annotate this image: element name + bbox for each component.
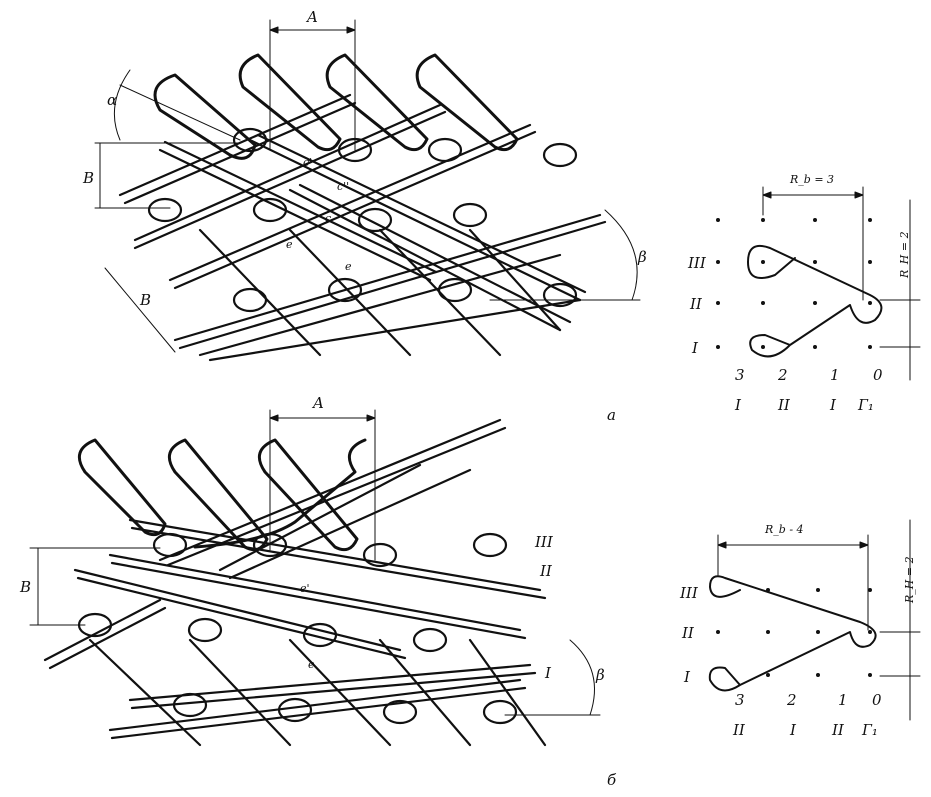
fabric-a-label-c3: c (325, 212, 331, 225)
fabric-a-label-c2: c'' (337, 180, 349, 193)
fabric-a-stitch-loops (147, 127, 578, 313)
lapping-diagram-b-col-0: 0 (872, 691, 882, 709)
fabric-b-label-row-1: I (544, 664, 552, 682)
fabric-a-alpha-angle (113, 69, 241, 141)
lapping-diagram-a-path (747, 244, 883, 358)
lapping-diagram-a-bottom-4: Г₁ (857, 396, 874, 414)
fabric-b-label-a: A (311, 394, 324, 412)
lapping-diagram-b-col-3: 3 (735, 691, 745, 709)
fabric-b-label-beta: β (595, 666, 605, 684)
lapping-diagram-a-row-1: I (691, 339, 699, 357)
lapping-diagram-a-rh: R_H = 2 (898, 231, 911, 279)
lapping-diagram-b-bottom-3: II (831, 721, 845, 739)
lapping-diagram-a-row-2: II (689, 295, 703, 313)
lapping-diagram-b-bottom-2: I (789, 721, 797, 739)
lapping-diagram-b-path (708, 575, 877, 692)
fabric-b-threads (43, 418, 547, 747)
lapping-diagram-b-col-2: 2 (786, 691, 797, 709)
fabric-b-beta-angle (504, 639, 601, 716)
fabric-b-label-e1: e' (300, 582, 310, 595)
lapping-diagram-b-col-1: 1 (838, 691, 848, 709)
lapping-diagram-a-bottom-3: I (829, 396, 837, 414)
fabric-a-label-beta: β (637, 248, 647, 266)
lapping-diagram-a-dots (716, 218, 872, 349)
lapping-diagram-a-bottom-2: II (777, 396, 791, 414)
fabric-a-label-c1: c' (303, 156, 312, 169)
lapping-diagram-a-row-3: III (687, 254, 707, 272)
fabric-a-label-b: B (82, 169, 94, 187)
lapping-diagram-b-row-3: III (679, 584, 699, 602)
fabric-a-diagonal-b (104, 267, 176, 353)
lapping-diagram-b-rb: R_b - 4 (764, 523, 804, 536)
lapping-diagram-a-col-2: 2 (777, 366, 788, 384)
lapping-diagram-b-rh: R_H = 2 (903, 556, 916, 604)
fabric-b-label-row-2: II (539, 562, 553, 580)
lapping-diagram-b: R_b - 4 R_H = 2 III II I 3 2 1 0 II I II… (679, 519, 921, 739)
lapping-diagram-a-col-3: 3 (735, 366, 745, 384)
lapping-diagram-b-bottom-4: Г₁ (861, 721, 878, 739)
lapping-diagram-b-dimensions (717, 519, 921, 721)
fabric-b-label-row-3: III (534, 533, 554, 551)
lapping-diagram-b-row-1: I (683, 668, 691, 686)
fabric-b-stitch-loops (77, 532, 518, 725)
lapping-diagram-a-col-1: 1 (830, 366, 840, 384)
lapping-diagram-b-dots (716, 588, 872, 677)
lapping-diagram-a-rb: R_b = 3 (789, 173, 834, 186)
fabric-b-dimension-b (29, 547, 161, 626)
fabric-a-label-e1: e (286, 238, 293, 251)
lapping-diagram-a-bottom-1: I (734, 396, 742, 414)
fabric-b: A B β III II I e' e б (19, 394, 617, 789)
fabric-b-dimension-a (269, 409, 376, 561)
lapping-diagram-b-row-2: II (681, 624, 695, 642)
fabric-a-label-a: A (305, 8, 318, 26)
fabric-a-beta-angle (489, 209, 641, 301)
fabric-a-label-alpha: α (107, 91, 117, 109)
lapping-diagram-a-dimensions (762, 186, 921, 381)
lapping-diagram-a-col-0: 0 (873, 366, 883, 384)
fabric-b-label-e2: e (308, 658, 315, 671)
panel-label-b: б (607, 771, 617, 789)
fabric-a: A B B α β c' c'' c e e а (82, 8, 647, 424)
fabric-b-head-loops (77, 438, 367, 552)
fabric-a-dimension-b (94, 142, 241, 209)
lapping-diagram-a: R_b = 3 R_H = 2 III II I 3 2 1 0 I II I … (687, 173, 921, 414)
panel-label-a: а (607, 406, 616, 424)
fabric-b-label-b: B (19, 578, 31, 596)
fabric-a-label-e2: e (345, 260, 352, 273)
fabric-a-label-b-diag: B (139, 291, 151, 309)
fabric-a-dimension-a (269, 19, 356, 151)
lapping-diagram-b-bottom-1: II (732, 721, 746, 739)
fabric-a-threads (118, 93, 607, 362)
